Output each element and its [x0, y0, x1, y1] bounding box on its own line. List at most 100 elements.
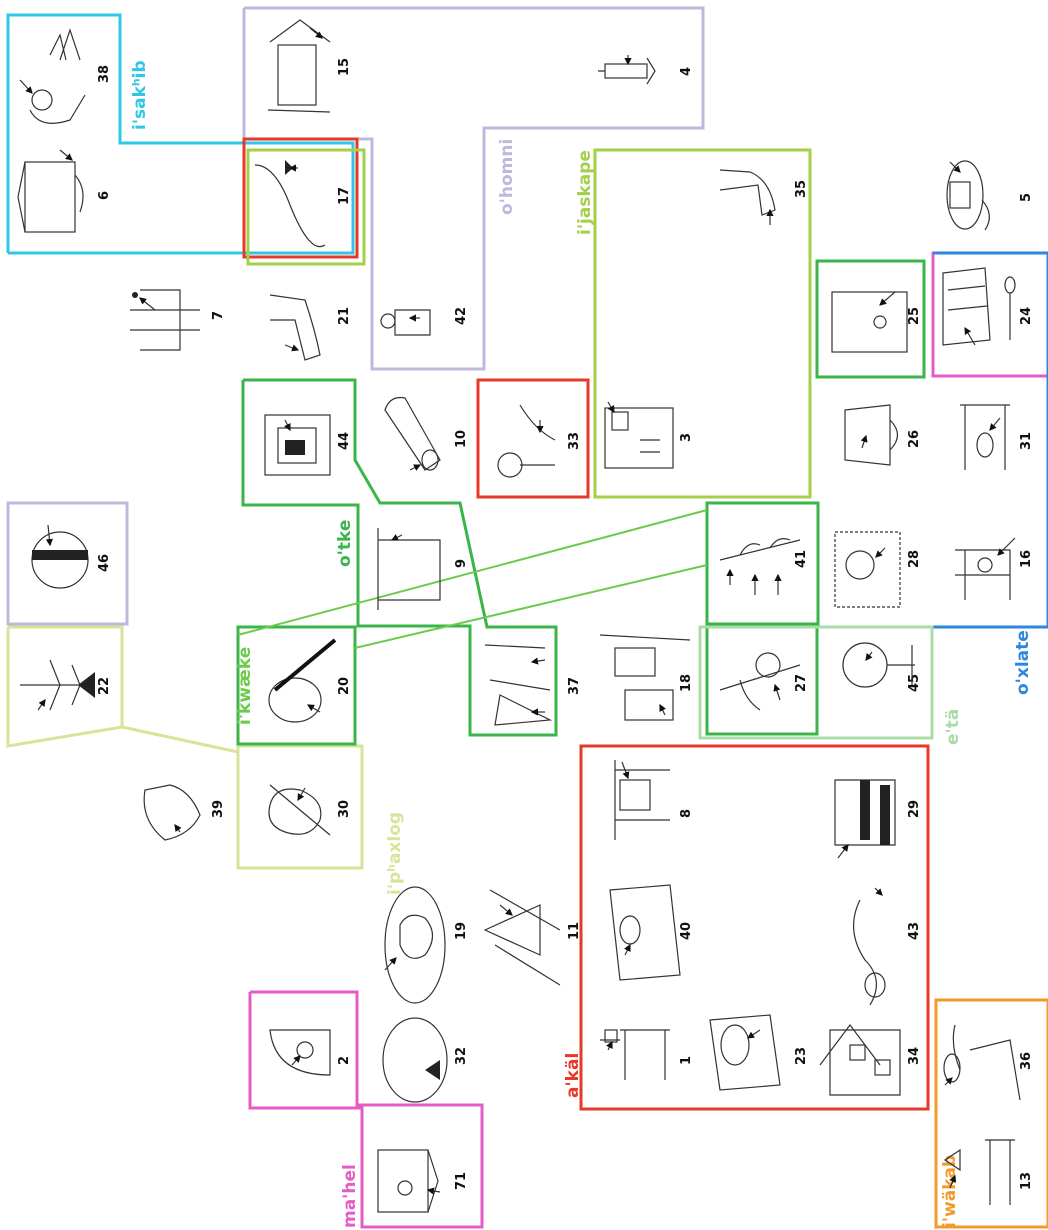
item-number: 38	[97, 65, 112, 83]
hoop-stick-icon	[269, 640, 335, 722]
region-outline-akal	[581, 746, 928, 1109]
shoe-icon	[270, 295, 320, 360]
tree-bird-icon	[498, 405, 555, 477]
region-outlines	[8, 8, 1048, 1227]
item-number: 45	[907, 674, 922, 692]
item-number: 2	[337, 1056, 352, 1065]
apple-arrow-icon	[269, 785, 330, 835]
region-outline-ijaskape	[595, 150, 810, 497]
item-number: 30	[337, 800, 352, 818]
dial-wall-icon	[832, 292, 907, 352]
book-shelf-icon	[615, 760, 670, 840]
candle-icon	[598, 55, 655, 84]
item-number: 23	[794, 1047, 809, 1065]
hill-tree-icon	[255, 160, 325, 247]
cup-table-icon	[600, 1030, 670, 1080]
head-bandana-icon	[32, 525, 88, 588]
region-outline-otke	[243, 380, 556, 735]
cup-icon	[845, 405, 898, 465]
trees-log-icon	[600, 635, 690, 720]
item-number: 42	[454, 307, 469, 325]
region-outline-ohomni	[244, 8, 703, 369]
person-fire-icon	[20, 30, 85, 123]
label-akal: a'käl	[563, 1053, 583, 1098]
nest-stump-icon	[710, 1015, 780, 1090]
connector-20-41-a	[238, 510, 707, 635]
house-grass-icon	[268, 20, 330, 112]
item-number: 3	[679, 433, 694, 442]
item-number: 9	[454, 559, 469, 568]
cat-table-icon	[960, 405, 1010, 470]
item-number: 25	[907, 307, 922, 325]
item-number: 20	[337, 677, 352, 695]
item-number: 39	[211, 800, 226, 818]
item-number: 27	[794, 674, 809, 692]
chair-icon	[955, 538, 1015, 600]
item-number: 19	[454, 922, 469, 940]
item-number: 35	[794, 180, 809, 198]
label-ijaskape: i'jaskape	[575, 150, 595, 235]
item-number: 5	[1019, 193, 1034, 202]
fruit-branch-icon	[720, 653, 800, 710]
item-number: 28	[907, 550, 922, 568]
item-number: 71	[454, 1172, 469, 1190]
snake-icon	[854, 888, 885, 1005]
region-outline-17-green	[248, 150, 364, 264]
item-number: 15	[337, 58, 352, 76]
woman-belt-icon	[381, 310, 430, 335]
label-iphaxlog: i'pʰaxlog	[385, 812, 405, 895]
dog-doghouse-icon	[18, 150, 83, 232]
cat-mat-icon	[610, 885, 680, 980]
hat-icon	[947, 161, 989, 230]
label-iwakab: i'wäkab	[940, 1155, 960, 1228]
item-number: 4	[679, 67, 694, 76]
item-number: 37	[567, 677, 582, 695]
item-number: 16	[1019, 550, 1034, 568]
item-number: 10	[454, 430, 469, 448]
dog-kennel-icon	[378, 1150, 440, 1212]
region-outline-isakhib	[8, 15, 353, 253]
item-number: 24	[1019, 307, 1034, 325]
label-ikwaeke: i'kwæke	[235, 647, 255, 725]
item-number: 21	[337, 307, 352, 325]
item-number: 13	[1019, 1172, 1034, 1190]
item-number: 11	[567, 922, 582, 940]
item-number: 7	[211, 311, 226, 320]
coat-hanger-icon	[378, 528, 440, 610]
envelope-stamp-icon	[605, 402, 673, 468]
vase-icon	[835, 780, 895, 858]
region-outline-mahel	[250, 992, 482, 1227]
item-number: 18	[679, 674, 694, 692]
label-eta: e'tä	[943, 709, 963, 745]
item-number: 6	[97, 191, 112, 200]
item-number: 1	[679, 1056, 694, 1065]
label-oxlate: o'xlate	[1013, 630, 1033, 695]
item-number: 32	[454, 1047, 469, 1065]
lamp-wall-icon	[130, 290, 200, 350]
label-isakhib: i'sakʰib	[130, 60, 150, 130]
label-otke: o'tke	[335, 520, 355, 567]
item-number: 41	[794, 550, 809, 568]
item-number: 8	[679, 809, 694, 818]
item-number: 36	[1019, 1052, 1034, 1070]
item-number: 44	[337, 432, 352, 450]
item-number: 34	[907, 1047, 922, 1065]
item-number: 26	[907, 430, 922, 448]
label-ohomni: o'homni	[497, 139, 517, 215]
item-numbers: 38 6 15 4 17 35 5 7 21 42 25 24 44 10 33…	[97, 58, 1034, 1190]
bowl-apple-icon	[270, 1030, 330, 1075]
cloud-mountain-icon	[944, 1025, 1020, 1100]
item-number: 40	[679, 922, 694, 940]
spoon-cloth-icon	[943, 268, 1015, 345]
item-icons	[18, 20, 1020, 1212]
apple-plate-icon	[385, 887, 445, 1003]
label-mahel: ma'hel	[340, 1164, 360, 1228]
connector-20-41-b	[355, 565, 707, 648]
item-number: 29	[907, 800, 922, 818]
item-number: 31	[1019, 432, 1034, 450]
item-number: 17	[337, 187, 352, 205]
face-profile-icon	[144, 785, 200, 840]
item-number: 22	[97, 677, 112, 695]
clothesline-icon	[485, 645, 550, 725]
